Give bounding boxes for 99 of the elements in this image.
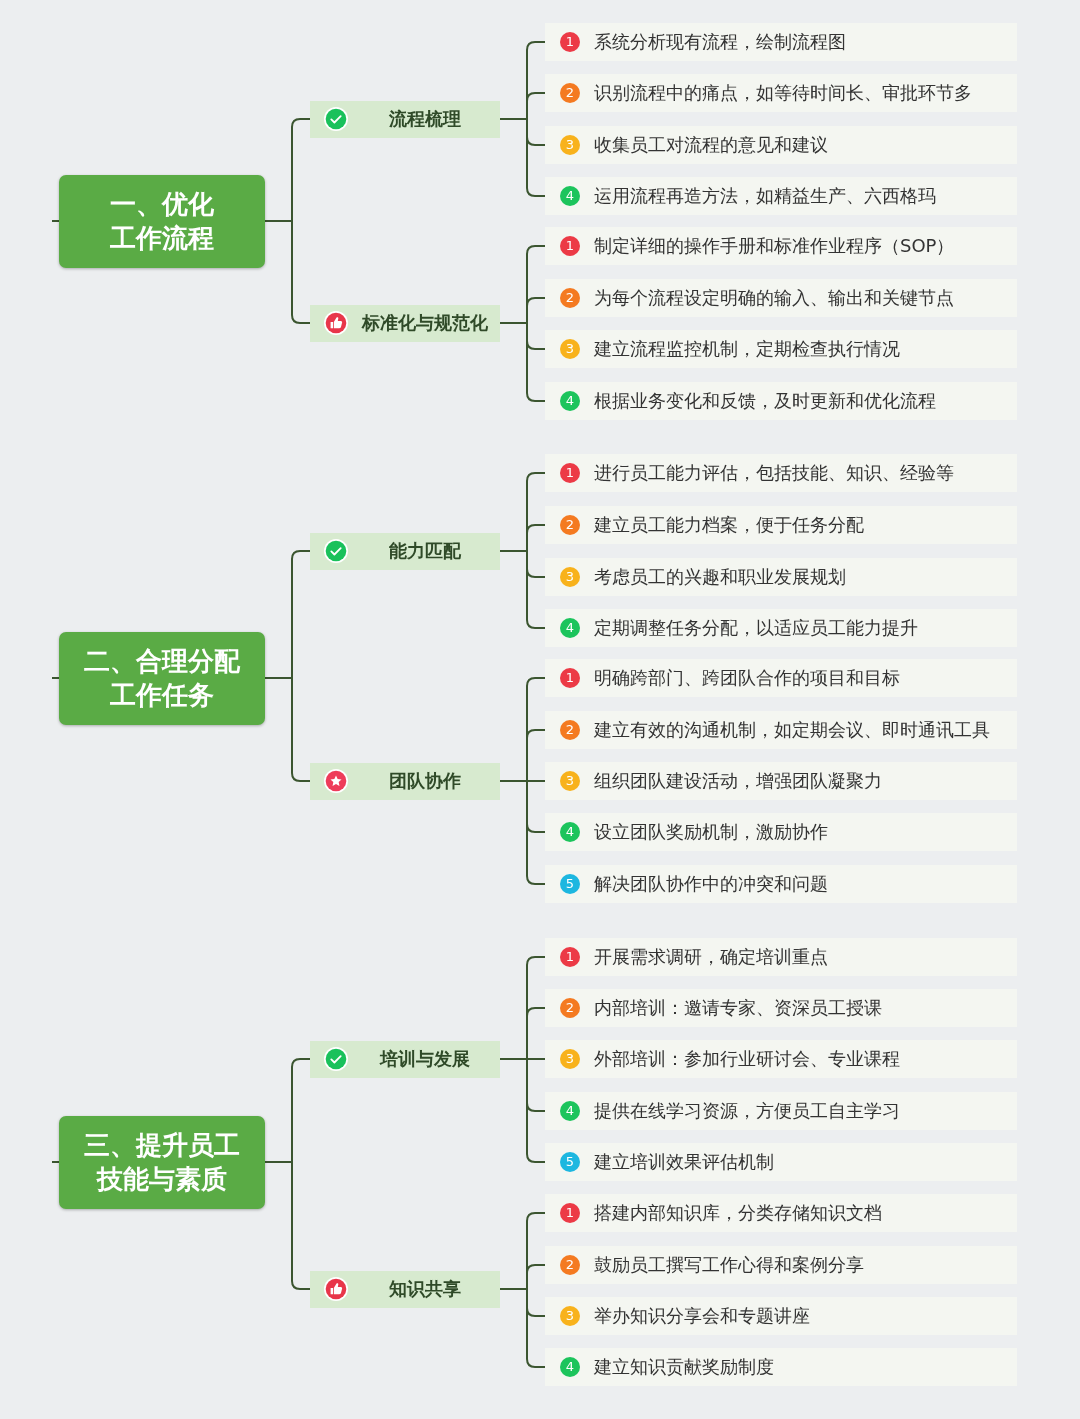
- item-text: 解决团队协作中的冲突和问题: [594, 873, 828, 895]
- number-badge: 1: [560, 463, 580, 483]
- item-text: 为每个流程设定明确的输入、输出和关键节点: [594, 287, 954, 309]
- item-box: [545, 1040, 1017, 1078]
- number-badge: 4: [560, 822, 580, 842]
- subtopic-box: [310, 304, 500, 342]
- item-box: [545, 506, 1017, 544]
- item-box: [545, 1194, 1017, 1232]
- number-badge: 2: [560, 998, 580, 1018]
- item-text: 制定详细的操作手册和标准作业程序（SOP）: [594, 235, 955, 257]
- number-badge: 3: [560, 1049, 580, 1069]
- item-box: [545, 609, 1017, 647]
- number-badge: 1: [560, 236, 580, 256]
- number-badge: 5: [560, 1152, 580, 1172]
- item-text: 举办知识分享会和专题讲座: [594, 1305, 810, 1327]
- item-text: 开展需求调研，确定培训重点: [594, 946, 828, 968]
- item-box: [545, 177, 1017, 215]
- item-box: [545, 1092, 1017, 1130]
- item-box: [545, 454, 1017, 492]
- number-badge: 3: [560, 135, 580, 155]
- connector-line: [51, 1161, 60, 1163]
- item-box: [545, 711, 1017, 749]
- number-badge: 4: [560, 618, 580, 638]
- item-text: 建立流程监控机制，定期检查执行情况: [594, 338, 900, 360]
- item-text: 建立有效的沟通机制，如定期会议、即时通讯工具: [594, 719, 990, 741]
- item-text: 建立培训效果评估机制: [594, 1151, 774, 1173]
- item-box: [545, 813, 1017, 851]
- item-box: [545, 330, 1017, 368]
- number-badge: 4: [560, 1101, 580, 1121]
- item-text: 提供在线学习资源，方便员工自主学习: [594, 1100, 900, 1122]
- number-badge: 1: [560, 1203, 580, 1223]
- number-badge: 1: [560, 32, 580, 52]
- item-text: 鼓励员工撰写工作心得和案例分享: [594, 1254, 864, 1276]
- item-text: 识别流程中的痛点，如等待时间长、审批环节多: [594, 82, 972, 104]
- number-badge: 2: [560, 720, 580, 740]
- number-badge: 4: [560, 1357, 580, 1377]
- connector-line: [264, 220, 311, 324]
- number-badge: 1: [560, 947, 580, 967]
- item-text: 组织团队建设活动，增强团队凝聚力: [594, 770, 882, 792]
- item-text: 内部培训：邀请专家、资深员工授课: [594, 997, 882, 1019]
- subtopic-box: [310, 1040, 500, 1078]
- subtopic-box: [310, 762, 500, 800]
- topic-box: 二、合理分配工作任务: [59, 631, 265, 725]
- item-box: [545, 126, 1017, 164]
- subtopic-text: 培训与发展: [380, 1048, 470, 1070]
- item-box: [545, 74, 1017, 112]
- item-box: [545, 227, 1017, 265]
- item-box: [545, 1297, 1017, 1335]
- subtopic-box: [310, 532, 500, 570]
- subtopic-text: 团队协作: [389, 770, 461, 792]
- subtopic-box: [310, 100, 500, 138]
- subtopic-box: [310, 1270, 500, 1308]
- subtopic-text: 流程梳理: [389, 108, 461, 130]
- connector-line: [51, 677, 60, 679]
- number-badge: 3: [560, 771, 580, 791]
- number-badge: 2: [560, 515, 580, 535]
- item-box: [545, 279, 1017, 317]
- item-box: [545, 1143, 1017, 1181]
- number-badge: 4: [560, 391, 580, 411]
- connector-line: [499, 322, 546, 402]
- connector-line: [51, 220, 60, 222]
- number-badge: 4: [560, 186, 580, 206]
- item-text: 根据业务变化和反馈，及时更新和优化流程: [594, 390, 936, 412]
- number-badge: 2: [560, 1255, 580, 1275]
- subtopic-text: 标准化与规范化: [362, 312, 488, 334]
- item-box: [545, 23, 1017, 61]
- item-box: [545, 938, 1017, 976]
- number-badge: 3: [560, 1306, 580, 1326]
- subtopic-text: 知识共享: [389, 1278, 461, 1300]
- number-badge: 2: [560, 288, 580, 308]
- connector-line: [499, 1288, 546, 1368]
- item-text: 定期调整任务分配，以适应员工能力提升: [594, 617, 918, 639]
- item-box: [545, 989, 1017, 1027]
- item-text: 设立团队奖励机制，激励协作: [594, 821, 828, 843]
- item-text: 运用流程再造方法，如精益生产、六西格玛: [594, 185, 936, 207]
- subtopic-text: 能力匹配: [389, 540, 461, 562]
- item-text: 进行员工能力评估，包括技能、知识、经验等: [594, 462, 954, 484]
- item-text: 建立员工能力档案，便于任务分配: [594, 514, 864, 536]
- item-text: 系统分析现有流程，绘制流程图: [594, 31, 846, 53]
- item-box: [545, 382, 1017, 420]
- item-text: 收集员工对流程的意见和建议: [594, 134, 828, 156]
- item-text: 建立知识贡献奖励制度: [594, 1356, 774, 1378]
- number-badge: 3: [560, 567, 580, 587]
- item-text: 搭建内部知识库，分类存储知识文档: [594, 1202, 882, 1224]
- item-box: [545, 659, 1017, 697]
- item-box: [545, 1348, 1017, 1386]
- number-badge: 3: [560, 339, 580, 359]
- topic-box: 三、提升员工技能与素质: [59, 1115, 265, 1209]
- item-text: 明确跨部门、跨团队合作的项目和目标: [594, 667, 900, 689]
- number-badge: 5: [560, 874, 580, 894]
- item-box: [545, 865, 1017, 903]
- number-badge: 1: [560, 668, 580, 688]
- item-box: [545, 762, 1017, 800]
- item-text: 考虑员工的兴趣和职业发展规划: [594, 566, 846, 588]
- item-text: 外部培训：参加行业研讨会、专业课程: [594, 1048, 900, 1070]
- item-box: [545, 1246, 1017, 1284]
- item-box: [545, 558, 1017, 596]
- topic-box: 一、优化工作流程: [59, 174, 265, 268]
- number-badge: 2: [560, 83, 580, 103]
